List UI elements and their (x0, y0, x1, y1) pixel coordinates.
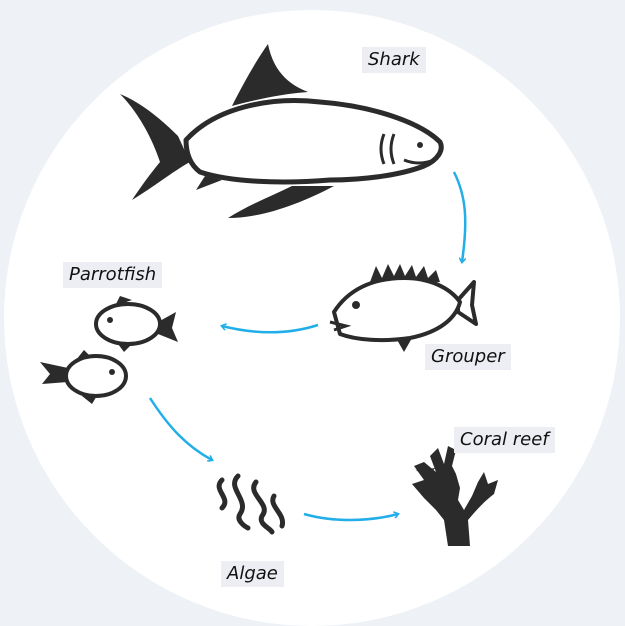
label-algae: Algae (221, 561, 284, 587)
label-shark: Shark (362, 47, 426, 73)
label-parrotfish: Parrotfish (63, 262, 162, 288)
label-grouper: Grouper (425, 344, 511, 370)
label-coral-reef: Coral reef (454, 427, 555, 453)
